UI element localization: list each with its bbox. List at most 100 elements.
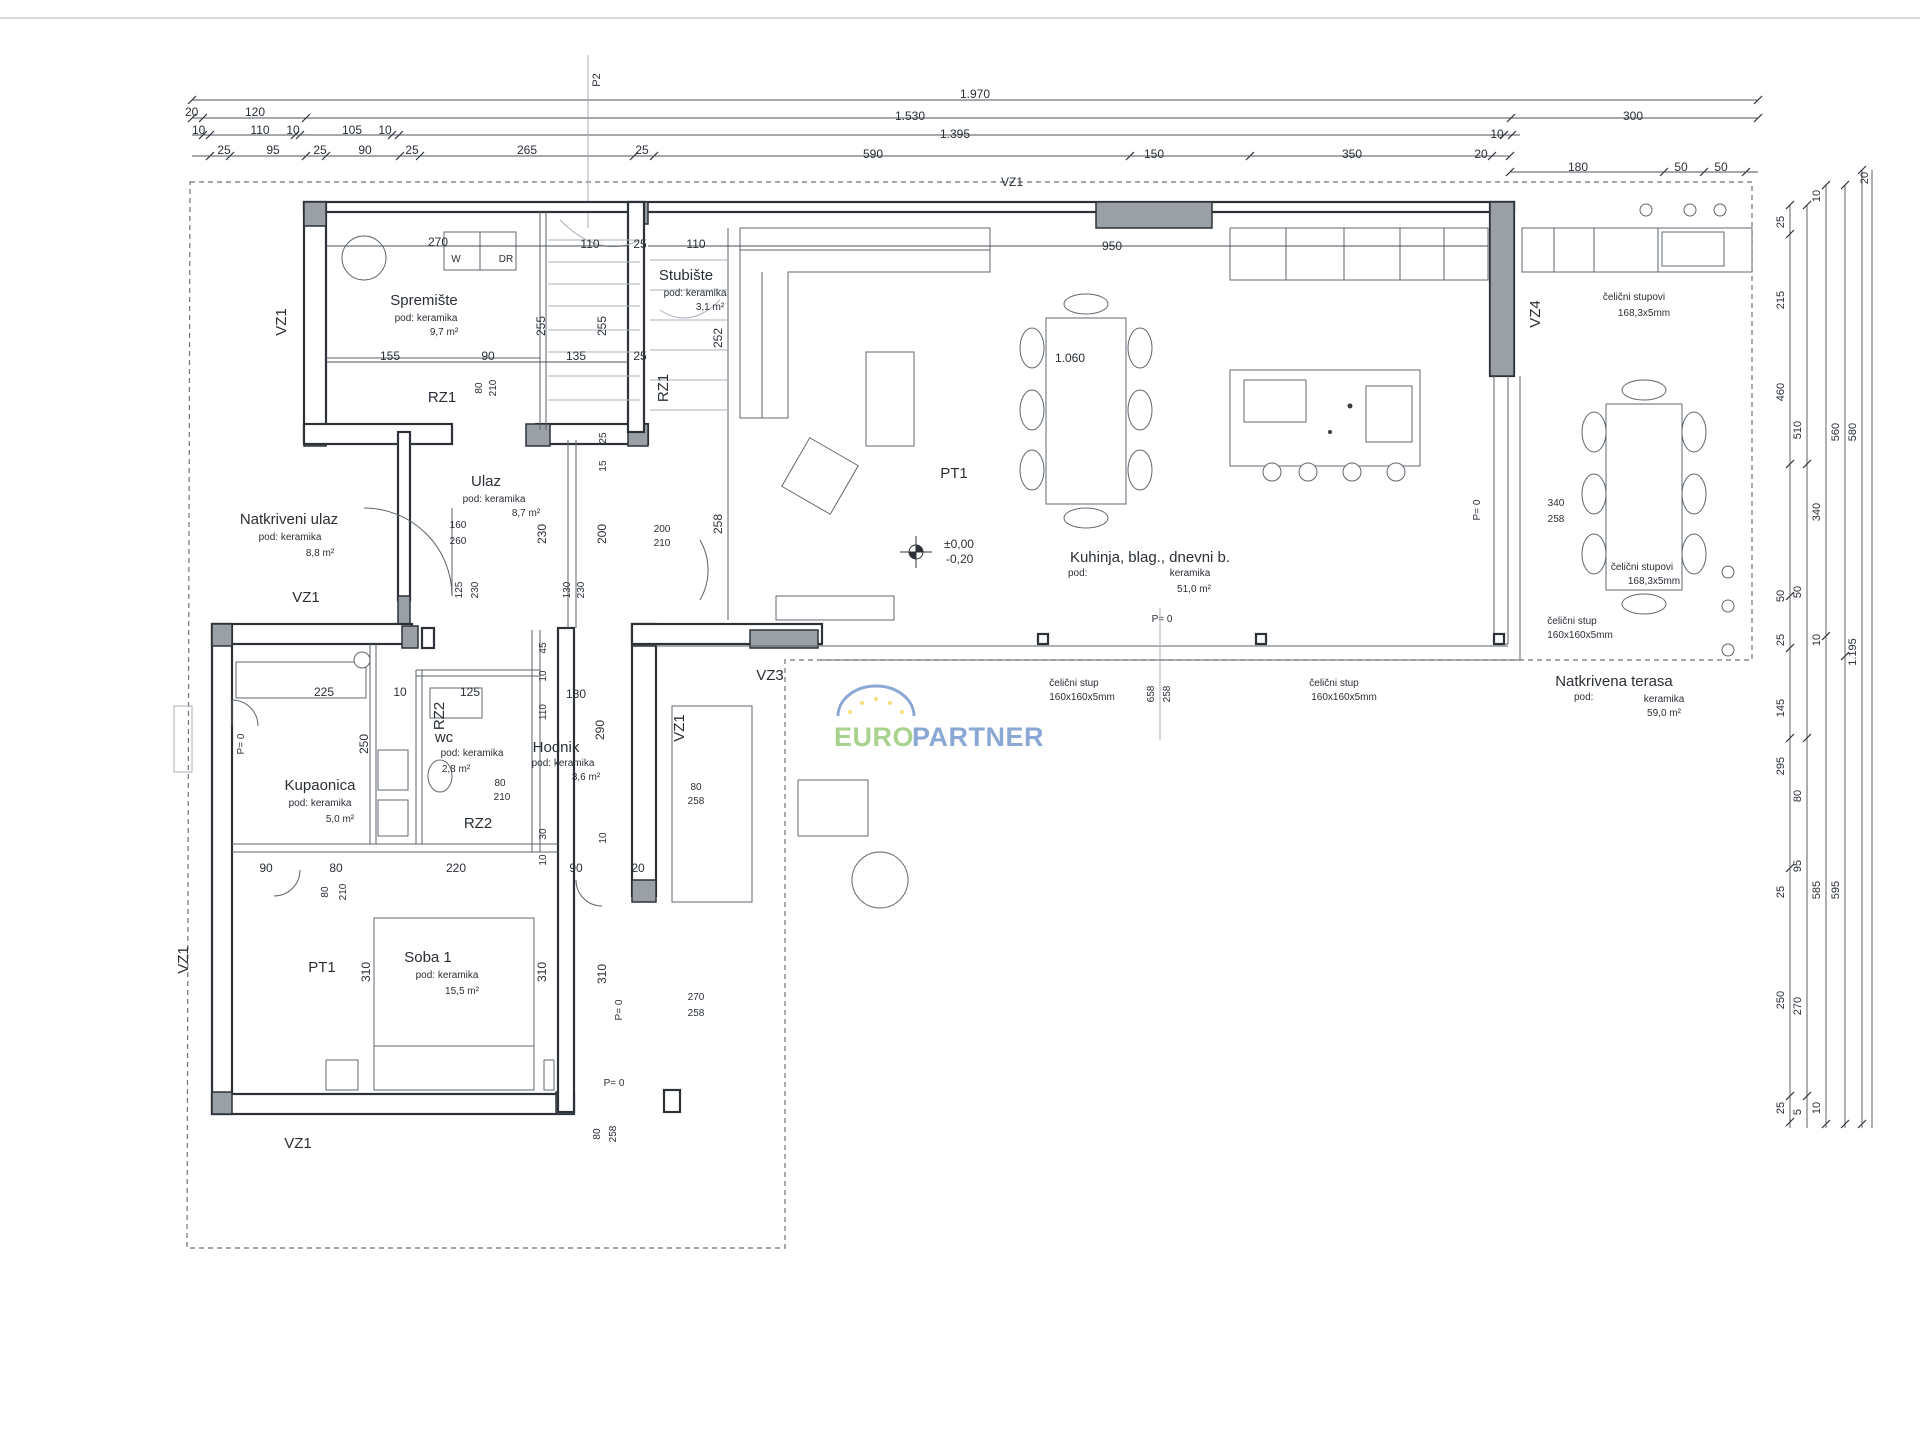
idim-310a: 310: [359, 962, 373, 982]
room-soba-floor: pod: keramika: [416, 970, 479, 981]
room-natkriveni-ulaz-name: Natkriveni ulaz: [240, 511, 338, 528]
room-spremiste-floor: pod: keramika: [395, 313, 458, 324]
dim-1970: 1.970: [960, 87, 990, 101]
idim-258d: 258: [688, 796, 705, 807]
room-soba-name: Soba 1: [404, 949, 452, 966]
idim-80f: 80: [592, 1128, 603, 1140]
idim-25b: 25: [633, 349, 647, 363]
idim-80c: 80: [329, 861, 343, 875]
idim-90: 90: [481, 349, 495, 363]
inner-dimensions: 270 W DR 110 25 110 950 1.060 155 90 135…: [259, 235, 1564, 1142]
columns-multi-size-2: 168,3x5mm: [1628, 576, 1680, 587]
column-size-2: 160x160x5mm: [1311, 692, 1377, 703]
dim-350: 350: [1342, 147, 1362, 161]
idim-225: 225: [314, 685, 334, 699]
idim-dr: DR: [499, 254, 513, 265]
idim-125: 125: [454, 581, 465, 598]
tag-rz2-bottom: RZ2: [464, 815, 492, 832]
idim-210c: 210: [494, 792, 511, 803]
room-wc-floor: pod: keramika: [441, 748, 504, 759]
column-label-3: čelični stup: [1547, 616, 1597, 627]
idim-252: 252: [711, 328, 725, 348]
dim-95: 95: [266, 143, 280, 157]
tag-p0-bed: P= 0: [604, 1078, 625, 1089]
idim-20: 20: [631, 861, 645, 875]
dim-105: 105: [342, 123, 362, 137]
rdim-95: 95: [1792, 860, 1804, 872]
top-dimensions: 1.970 20 120 1.530 300 10 110 10 105 10 …: [185, 55, 1763, 228]
rdim-10b: 10: [1811, 634, 1823, 646]
room-stubiste-floor: pod: keramika: [664, 288, 727, 299]
watermark-stars-icon: [848, 697, 904, 714]
rdim-25c: 25: [1775, 886, 1787, 898]
tag-level: ±0,00: [944, 537, 974, 551]
idim-90b: 90: [569, 861, 583, 875]
room-spremiste-name: Spremište: [390, 292, 458, 309]
tag-vz1-left-lower: VZ1: [175, 946, 192, 974]
idim-255a: 255: [534, 316, 548, 336]
idim-260: 260: [450, 536, 467, 547]
rdim-270: 270: [1792, 997, 1804, 1015]
idim-255b: 255: [595, 316, 609, 336]
dim-50b: 50: [1714, 160, 1728, 174]
rdim-215: 215: [1775, 291, 1787, 309]
idim-130a: 130: [562, 581, 573, 598]
tag-p0-kitchen: P= 0: [1152, 614, 1173, 625]
idim-258b: 258: [1548, 514, 1565, 525]
room-hodnik-floor: pod: keramika: [532, 758, 595, 769]
idim-310b: 310: [535, 962, 549, 982]
tag-rz1-left: RZ1: [428, 389, 456, 406]
idim-130b: 130: [566, 687, 586, 701]
room-terasa-floor: pod:: [1574, 692, 1593, 703]
idim-1060: 1.060: [1055, 351, 1085, 365]
columns-multi-label-2: čelični stupovi: [1611, 562, 1673, 573]
rdim-580: 580: [1847, 423, 1859, 441]
room-wc-area: 2,8 m²: [442, 764, 471, 775]
tag-p0-hall: P= 0: [614, 999, 625, 1020]
column-size-3: 160x160x5mm: [1547, 630, 1613, 641]
idim-200b: 200: [654, 524, 671, 535]
idim-258c: 258: [688, 1008, 705, 1019]
tag-vz3: VZ3: [756, 667, 784, 684]
rdim-145: 145: [1775, 699, 1787, 717]
tag-rz2-side: RZ2: [431, 702, 448, 730]
rdim-560: 560: [1830, 423, 1842, 441]
watermark-partner: PARTNER: [912, 722, 1044, 752]
room-kuhinja-floor-material: keramika: [1170, 568, 1211, 579]
dim-590: 590: [863, 147, 883, 161]
idim-230a: 230: [470, 581, 481, 598]
idim-155: 155: [380, 349, 400, 363]
idim-258f: 258: [1162, 685, 1173, 702]
columns-multi-size-1: 168,3x5mm: [1618, 308, 1670, 319]
idim-25c: 25: [598, 432, 609, 444]
room-ulaz-area: 8,7 m²: [512, 508, 541, 519]
dim-25c: 25: [405, 143, 419, 157]
idim-310c: 310: [595, 964, 609, 984]
idim-30: 30: [538, 828, 549, 840]
idim-80d: 80: [320, 886, 331, 898]
rdim-510: 510: [1792, 421, 1804, 439]
tag-vz1-left-upper: VZ1: [273, 308, 290, 336]
idim-25a: 25: [633, 237, 647, 251]
idim-258e: 258: [608, 1125, 619, 1142]
dim-120: 120: [245, 105, 265, 119]
rdim-10c: 10: [1811, 1102, 1823, 1114]
rdim-80: 80: [1792, 790, 1804, 802]
europartner-watermark: EURO PARTNER: [834, 684, 1044, 752]
idim-80e: 80: [690, 782, 702, 793]
watermark-euro: EURO: [834, 722, 914, 752]
room-kupaonica-area: 5,0 m²: [326, 814, 355, 825]
idim-10a: 10: [393, 685, 407, 699]
column-label-2: čelični stup: [1309, 678, 1359, 689]
idim-230b: 230: [576, 581, 587, 598]
idim-80b: 80: [494, 778, 506, 789]
idim-160: 160: [450, 520, 467, 531]
room-hodnik-area: 3,6 m²: [572, 772, 601, 783]
idim-125b: 125: [460, 685, 480, 699]
dim-25b: 25: [313, 143, 327, 157]
dim-180: 180: [1568, 160, 1588, 174]
tag-pt1-kitchen: PT1: [940, 465, 968, 482]
idim-80a: 80: [474, 382, 485, 394]
rdim-10a: 10: [1811, 190, 1823, 202]
